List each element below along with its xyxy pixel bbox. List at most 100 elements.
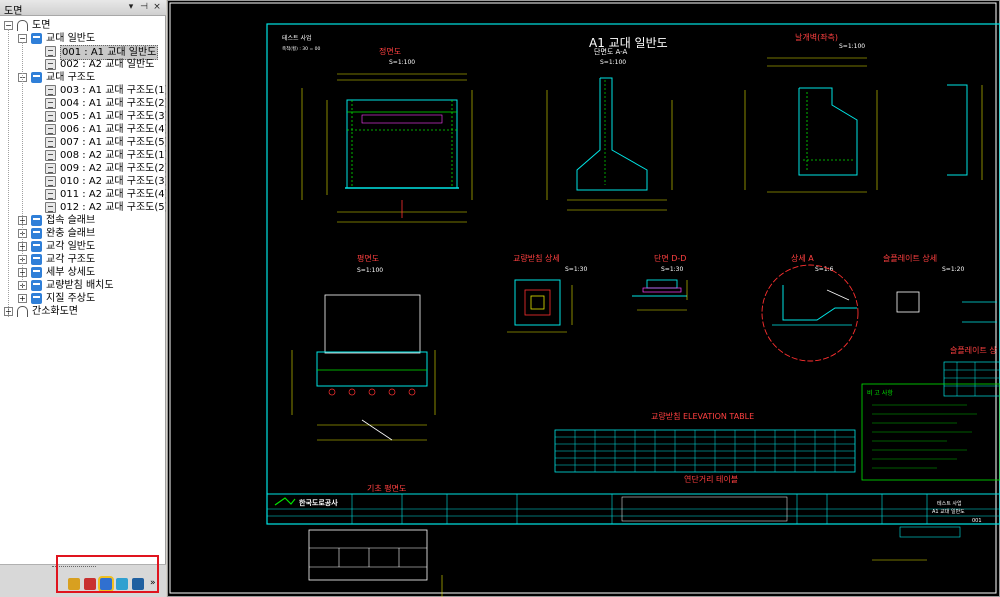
bearing-detail-title: 교량받침 상세	[513, 253, 560, 263]
folder-icon	[31, 267, 42, 278]
shoe-plate-title: 슬플레이트 상세	[883, 253, 937, 263]
tree-item-label: 010 : A2 교대 구조도(3)	[60, 176, 166, 187]
shoe-plate-table-title: 슬플레이트 상	[950, 345, 997, 355]
tree-item-label: 004 : A1 교대 구조도(2)	[60, 98, 166, 109]
tree-connector	[8, 29, 9, 317]
plan-view-drawing	[291, 294, 436, 441]
sheet-title: A1 교대 일반도	[589, 36, 668, 50]
drawing-file-icon	[45, 111, 56, 122]
tree-item-drawing[interactable]: 009 : A2 교대 구조도(2)	[0, 162, 166, 175]
foundation-plan-drawing	[308, 529, 443, 597]
pin-icon[interactable]: ⊣	[140, 2, 148, 12]
paper-border	[169, 2, 997, 594]
drawing-file-icon	[45, 189, 56, 200]
tree-root-simplified[interactable]: +간소화도면	[0, 305, 166, 318]
close-icon[interactable]: ×	[153, 2, 161, 12]
tree-group-collapsed[interactable]: +접속 슬래브	[0, 214, 166, 227]
tree-group-abutment-structure[interactable]: −교대 구조도	[0, 71, 166, 84]
drawing-file-icon	[45, 176, 56, 187]
tree-item-drawing[interactable]: 004 : A1 교대 구조도(2)	[0, 97, 166, 110]
title-block	[266, 493, 1000, 525]
tree-item-label: 완충 슬래브	[46, 228, 96, 239]
title-block-number: 001	[972, 518, 982, 524]
open-folder-icon[interactable]	[68, 578, 80, 590]
tree-item-label: 지질 주상도	[46, 293, 96, 304]
tree-item-label: 006 : A1 교대 구조도(4)	[60, 124, 166, 135]
sheet-subtitle: 테스트 사업	[282, 34, 312, 42]
tree-item-drawing[interactable]: 003 : A1 교대 구조도(1)	[0, 84, 166, 97]
cad-drawing-svg: A1 교대 일반도 테스트 사업 축척(횡) : 30 = 00 정면도 S=1…	[167, 0, 1000, 597]
tree-item-label: 세부 상세도	[46, 267, 96, 278]
title-block-name: A1 교대 일반도	[932, 508, 965, 515]
tree-item-drawing[interactable]: 002 : A2 교대 일반도	[0, 58, 166, 71]
expand-icon[interactable]: +	[18, 294, 27, 303]
drawing-file-icon	[45, 46, 56, 57]
folder-icon	[31, 228, 42, 239]
toolbar-grip[interactable]	[52, 566, 96, 568]
toolbar-highlight-box	[56, 555, 159, 593]
tree-group-collapsed[interactable]: +완충 슬래브	[0, 227, 166, 240]
tree-group-collapsed[interactable]: +세부 상세도	[0, 266, 166, 279]
tree-group-collapsed[interactable]: +교량받침 배치도	[0, 279, 166, 292]
shoe-plate-drawing	[896, 291, 997, 323]
tree-item-drawing[interactable]: 005 : A1 교대 구조도(3)	[0, 110, 166, 123]
notes-title: 비 고 사항	[867, 389, 893, 397]
tree-item-label: 교각 일반도	[46, 241, 96, 252]
drawing-file-icon	[45, 59, 56, 70]
plan-view-title: 평면도	[357, 253, 379, 263]
tree-item-label: 교대 일반도	[46, 33, 96, 44]
delete-icon[interactable]	[84, 578, 96, 590]
dropdown-icon[interactable]: ▾	[128, 2, 134, 12]
panel-title: 도면	[4, 6, 23, 17]
tree-item-label: 005 : A1 교대 구조도(3)	[60, 111, 166, 122]
refresh-icon[interactable]	[116, 578, 128, 590]
tree-item-label: 교량받침 배치도	[46, 280, 114, 291]
canvas-border	[167, 0, 1000, 597]
detail-a-drawing	[761, 264, 859, 362]
tree-item-drawing[interactable]: 007 : A1 교대 구조도(5)	[0, 136, 166, 149]
folder-icon	[31, 254, 42, 265]
cad-drawing-canvas[interactable]: A1 교대 일반도 테스트 사업 축척(횡) : 30 = 00 정면도 S=1…	[167, 0, 1000, 597]
bridge-icon	[17, 306, 28, 317]
drawing-file-icon	[45, 124, 56, 135]
tree-group-abutment-general[interactable]: −교대 일반도	[0, 32, 166, 45]
section-aa-scale: S=1:100	[600, 59, 626, 66]
foundation-plan-title: 기초 평면도	[367, 483, 406, 493]
shoe-plate-table	[943, 361, 1000, 397]
detail-a-scale: S=1:6	[815, 266, 834, 273]
tree-item-label: 002 : A2 교대 일반도	[60, 59, 155, 70]
tree-item-label: 교각 구조도	[46, 254, 96, 265]
section-dd-title: 단면 D-D	[654, 253, 686, 263]
tree-item-drawing[interactable]: 012 : A2 교대 구조도(5)	[0, 201, 166, 214]
tree-root-drawings[interactable]: −도면	[0, 19, 166, 32]
save-icon[interactable]	[132, 578, 144, 590]
overflow-chevron-icon[interactable]: »	[150, 578, 156, 588]
drawing-view-icon[interactable]	[100, 578, 112, 590]
detail-a-title: 상세 A	[791, 253, 814, 263]
tree-item-drawing[interactable]: 011 : A2 교대 구조도(4)	[0, 188, 166, 201]
tree-item-drawing[interactable]: 010 : A2 교대 구조도(3)	[0, 175, 166, 188]
folder-icon	[31, 33, 42, 44]
tree-item-label: 001 : A1 교대 일반도	[60, 45, 159, 60]
sheet-scale-note: 축척(횡) : 30 = 00	[282, 45, 321, 52]
section-aa-drawing	[546, 77, 673, 211]
folder-icon	[31, 293, 42, 304]
front-view-drawing	[301, 73, 473, 223]
title-block-project: 테스트 사업	[937, 500, 962, 507]
tree-item-drawing[interactable]: 008 : A2 교대 구조도(1)	[0, 149, 166, 162]
tree-group-collapsed[interactable]: + 지질 주상도	[0, 292, 166, 305]
tree-item-label: 접속 슬래브	[46, 215, 96, 226]
tree-item-label: 009 : A2 교대 구조도(2)	[60, 163, 166, 174]
section-dd-drawing	[632, 279, 688, 311]
drawing-file-icon	[45, 150, 56, 161]
tree-item-drawing[interactable]: 001 : A1 교대 일반도	[0, 45, 166, 60]
tree-group-collapsed[interactable]: +교각 구조도	[0, 253, 166, 266]
folder-icon	[31, 215, 42, 226]
tree-item-drawing[interactable]: 006 : A1 교대 구조도(4)	[0, 123, 166, 136]
folder-icon	[31, 72, 42, 83]
tree-group-collapsed[interactable]: +교각 일반도	[0, 240, 166, 253]
notes-box	[861, 383, 1000, 481]
drawing-file-icon	[45, 85, 56, 96]
